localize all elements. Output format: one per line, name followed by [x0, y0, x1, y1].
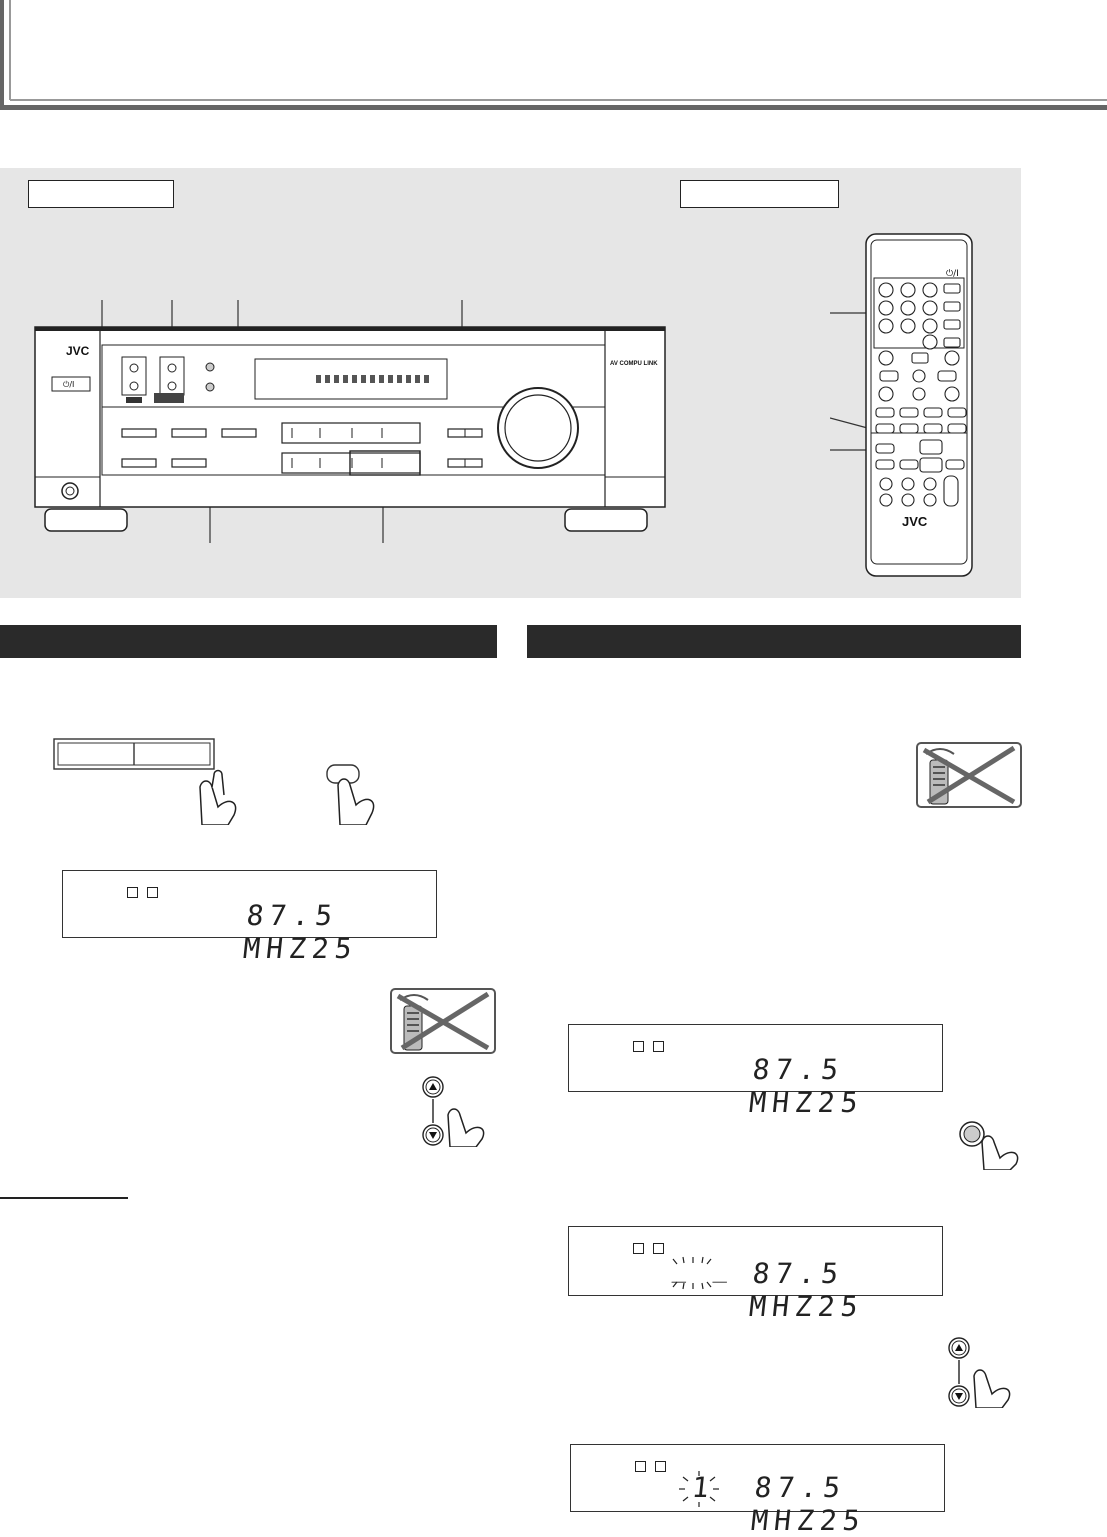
display-panel-4: 1 87.5 MHZ25: [570, 1444, 945, 1537]
display-readout: 87.5 MHZ25: [241, 899, 360, 965]
display-panel-3: _ _ 87.5 MHZ25: [568, 1226, 943, 1323]
note-heading-rule: [0, 1197, 128, 1199]
page-header-tab: [0, 0, 1107, 110]
svg-text:⏻/I: ⏻/I: [946, 268, 959, 279]
remote-jvc-logo: JVC: [902, 514, 928, 529]
display-readout: 87.5 MHZ25: [747, 1053, 866, 1119]
front-panel-label-box: [28, 180, 174, 208]
receiver-front-panel: JVC ⏻/I AV COMPU LINK: [34, 300, 666, 543]
remote-not-usable-icon-2: [916, 742, 1022, 808]
band-buttons-illustration: [53, 738, 375, 825]
hand-press-icon: [199, 769, 237, 825]
up-down-button-icon: [422, 1076, 485, 1147]
remote-control: ⏻/I JVC: [830, 233, 973, 577]
display-panel-2: 87.5 MHZ25: [568, 1024, 943, 1119]
svg-text:⏻/I: ⏻/I: [63, 380, 74, 389]
jvc-logo: JVC: [66, 344, 90, 358]
display-readout: 87.5 MHZ25: [747, 1257, 866, 1323]
display-panel-1: 87.5 MHZ25: [62, 870, 437, 965]
right-section-heading-bar: [527, 625, 1021, 658]
remote-not-usable-icon: [390, 988, 496, 1054]
hand-press-icon: [337, 778, 375, 825]
svg-text:AV COMPU LINK: AV COMPU LINK: [610, 361, 658, 367]
display-readout: 87.5 MHZ25: [749, 1471, 868, 1537]
remote-label-box: [680, 180, 839, 208]
memory-button-hand-icon: [959, 1121, 1019, 1170]
up-down-button-icon-2: [948, 1337, 1011, 1408]
left-section-heading-bar: [0, 625, 497, 658]
display-blink-segment: 1: [690, 1471, 717, 1504]
